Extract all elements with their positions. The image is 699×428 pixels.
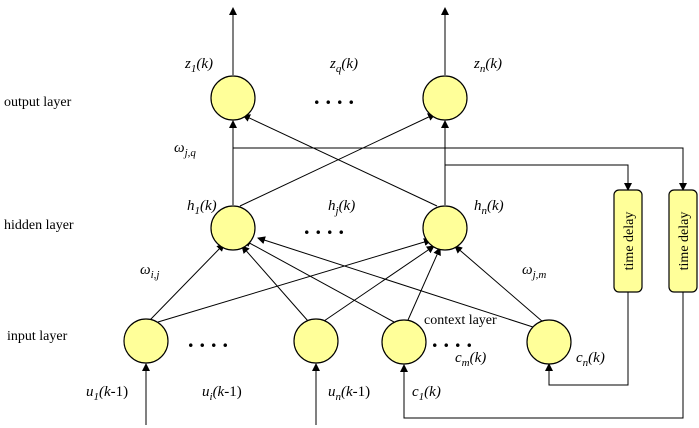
context-ellipsis: .... — [432, 327, 478, 352]
cn-h1 — [257, 236, 537, 329]
context-label-c1: c1(k) — [412, 384, 441, 403]
output-label-zn: zn(k) — [473, 56, 502, 75]
output-ellipsis: .... — [314, 84, 360, 109]
un-hn — [323, 245, 435, 322]
delay-return-1 — [545, 292, 629, 386]
u1-hn — [157, 238, 432, 323]
time-delay-label-2: time delay — [677, 212, 692, 271]
delay-return-2 — [400, 292, 684, 419]
input-layer-label: input layer — [7, 329, 68, 344]
input-ellipsis: .... — [188, 327, 234, 352]
time-delay-label-1: time delay — [622, 212, 637, 271]
weight-label-jm: ωj,m — [522, 262, 546, 281]
weight-label-ij: ωi,j — [140, 262, 159, 281]
context-layer-label: context layer — [424, 313, 497, 328]
hidden-label-hj: hj(k) — [328, 198, 355, 217]
hidden-label-h1: h1(k) — [187, 198, 217, 217]
hn-z1 — [242, 114, 438, 207]
input-label-ui: ui(k-1) — [202, 384, 242, 403]
context-label-cm: cm(k) — [455, 350, 486, 369]
input-label-u1: u1(k-1) — [86, 384, 128, 403]
time-delay-box-1 — [613, 189, 643, 293]
output-node-1 — [210, 75, 256, 121]
h1-zn — [239, 113, 436, 207]
u1-h1 — [149, 243, 225, 321]
hidden-layer-label: hidden layer — [4, 218, 74, 233]
feedback-line-hn — [445, 164, 632, 191]
input-node-n — [293, 318, 339, 364]
input-label-un: un(k-1) — [328, 384, 370, 403]
output-label-z1: z1(k) — [184, 56, 213, 75]
c1-h1 — [243, 239, 395, 323]
feedback-line-h1 — [233, 147, 687, 191]
c1-hn — [407, 247, 441, 321]
context-label-cn: cn(k) — [576, 350, 605, 369]
weight-label-jq: ωj,q — [174, 140, 196, 159]
input-node-1 — [123, 318, 169, 364]
hidden-node-n — [422, 205, 468, 251]
context-node-1 — [381, 319, 427, 365]
cn-hn — [454, 245, 544, 323]
output-label-zq: zq(k) — [329, 56, 358, 75]
output-node-n — [422, 75, 468, 121]
hidden-node-1 — [210, 205, 256, 251]
output-layer-label: output layer — [4, 95, 72, 110]
hidden-label-hn: hn(k) — [474, 198, 504, 217]
time-delay-box-2 — [668, 189, 698, 293]
un-h1 — [241, 245, 309, 322]
context-node-n — [526, 319, 572, 365]
hidden-ellipsis: .... — [304, 214, 350, 239]
